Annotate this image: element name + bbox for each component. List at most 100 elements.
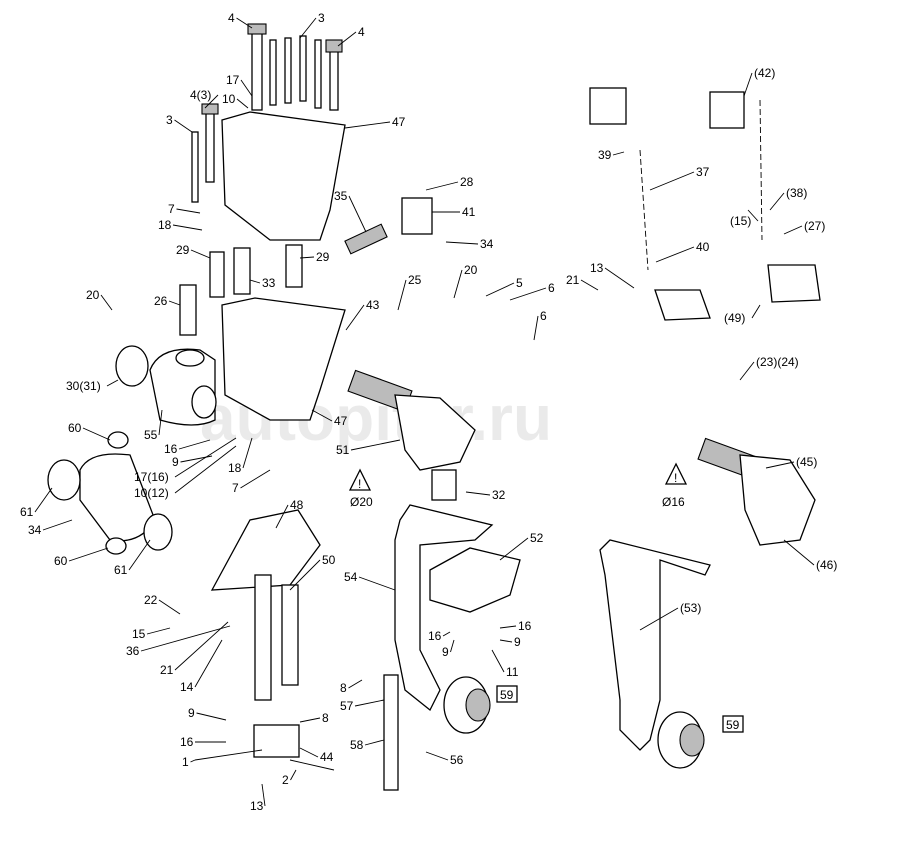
part-number-label[interactable]: 30(31)	[66, 379, 101, 393]
part-number-label[interactable]: 5	[516, 276, 523, 290]
leader-line	[236, 17, 253, 29]
part-number-label[interactable]: 6	[548, 281, 555, 295]
part-number-label[interactable]: 43	[366, 298, 380, 312]
part-number-label[interactable]: 58	[350, 738, 364, 752]
part-number-label[interactable]: 20	[464, 263, 478, 277]
part-number-label[interactable]: 54	[344, 570, 358, 584]
part-number-label[interactable]: 4(3)	[190, 88, 211, 102]
part-number-label[interactable]: 2	[282, 773, 289, 787]
part-number-label[interactable]: 10	[222, 92, 236, 106]
part-number-label[interactable]: 21	[160, 663, 174, 677]
leader-line	[174, 445, 237, 494]
part-number-label[interactable]: 61	[20, 505, 34, 519]
leader-line	[158, 409, 163, 436]
leader-line	[445, 241, 479, 245]
coupling-45	[697, 437, 816, 546]
part-number-label[interactable]: 55	[144, 428, 158, 442]
part-number-label[interactable]: 18	[228, 461, 242, 475]
leader-line	[289, 559, 321, 591]
part-number-label[interactable]: 51	[336, 443, 350, 457]
part-number-label[interactable]: 32	[492, 488, 506, 502]
part-number-label[interactable]: 41	[462, 205, 476, 219]
part-number-label[interactable]: 26	[154, 294, 168, 308]
part-number-label[interactable]: 29	[316, 250, 330, 264]
part-number-label[interactable]: 20	[86, 288, 100, 302]
part-number-label[interactable]: 50	[322, 553, 336, 567]
part-number-label[interactable]: 13	[250, 799, 264, 813]
part-number-label[interactable]: 56	[450, 753, 464, 767]
leader-line	[311, 409, 333, 422]
part-number-label[interactable]: 48	[290, 498, 304, 512]
callout-59-left[interactable]: 59	[496, 685, 518, 703]
part-number-label[interactable]: 61	[114, 563, 128, 577]
part-number-label[interactable]: 34	[28, 523, 42, 537]
part-number-label[interactable]: 36	[126, 644, 140, 658]
part-number-label[interactable]: (38)	[786, 186, 807, 200]
part-number-label[interactable]: 9	[188, 706, 195, 720]
part-number-label[interactable]: (45)	[796, 455, 817, 469]
part-number-label[interactable]: 35	[334, 189, 348, 203]
part-number-label[interactable]: 60	[68, 421, 82, 435]
part-number-label[interactable]: 47	[334, 414, 348, 428]
part-number-label[interactable]: 1	[182, 755, 189, 769]
part-number-label[interactable]: 16	[164, 442, 178, 456]
part-number-label[interactable]: 9	[514, 635, 521, 649]
part-number-label[interactable]: (15)	[730, 214, 751, 228]
part-number-label[interactable]: 15	[132, 627, 146, 641]
part-number-label[interactable]: 29	[176, 243, 190, 257]
leader-line	[354, 699, 385, 707]
part-number-label[interactable]: 14	[180, 680, 194, 694]
part-number-label[interactable]: 18	[158, 218, 172, 232]
part-number-label[interactable]: (49)	[724, 311, 745, 325]
part-number-label[interactable]: 21	[566, 273, 580, 287]
part-number-label[interactable]: 33	[262, 276, 276, 290]
part-number-label[interactable]: 3	[318, 11, 325, 25]
leader-line	[261, 783, 266, 807]
part-number-label[interactable]: 28	[460, 175, 474, 189]
leader-line	[743, 72, 753, 97]
part-number-label[interactable]: 34	[480, 237, 494, 251]
leader-line	[499, 625, 517, 629]
warning-right: ! Ø16	[662, 462, 688, 509]
part-number-label[interactable]: 7	[232, 481, 239, 495]
part-number-label[interactable]: 37	[696, 165, 710, 179]
part-number-label[interactable]: 3	[166, 113, 173, 127]
part-number-label[interactable]: 16	[180, 735, 194, 749]
part-number-label[interactable]: 10(12)	[134, 486, 169, 500]
part-number-label[interactable]: (46)	[816, 558, 837, 572]
part-number-label[interactable]: 25	[408, 273, 422, 287]
plate-47-bottom	[221, 297, 346, 421]
leader-line	[168, 300, 181, 306]
part-number-label[interactable]: 7	[168, 202, 175, 216]
part-number-label[interactable]: 39	[598, 148, 612, 162]
callout-59-right[interactable]: 59	[722, 715, 744, 733]
part-number-label[interactable]: 13	[590, 261, 604, 275]
part-number-label[interactable]: 11	[506, 665, 519, 679]
part-number-label[interactable]: 4	[358, 25, 365, 39]
part-number-label[interactable]: 8	[322, 711, 329, 725]
part-number-label[interactable]: (23)(24)	[756, 355, 799, 369]
part-number-label[interactable]: 60	[54, 554, 68, 568]
part-number-label[interactable]: 16	[518, 619, 532, 633]
part-number-label[interactable]: 16	[428, 629, 442, 643]
part-number-label[interactable]: 17	[226, 73, 240, 87]
leader-line	[34, 487, 53, 513]
part-number-label[interactable]: 52	[530, 531, 544, 545]
part-number-label[interactable]: (42)	[754, 66, 775, 80]
part-number-label[interactable]: 40	[696, 240, 710, 254]
part-number-label[interactable]: 57	[340, 699, 354, 713]
part-number-label[interactable]: 17(16)	[134, 470, 169, 484]
part-number-label[interactable]: (53)	[680, 601, 701, 615]
leader-line	[397, 279, 407, 311]
part-number-label[interactable]: 44	[320, 750, 334, 764]
part-number-label[interactable]: 47	[392, 115, 406, 129]
part-number-label[interactable]: 6	[540, 309, 547, 323]
leader-line	[180, 455, 213, 463]
part-number-label[interactable]: 4	[228, 11, 235, 25]
part-number-label[interactable]: 8	[340, 681, 347, 695]
part-number-label[interactable]: 9	[442, 645, 449, 659]
part-number-label[interactable]: 9	[172, 455, 179, 469]
part-number-label[interactable]: (27)	[804, 219, 825, 233]
part-number-label[interactable]: 22	[144, 593, 158, 607]
leader-line	[299, 717, 321, 723]
